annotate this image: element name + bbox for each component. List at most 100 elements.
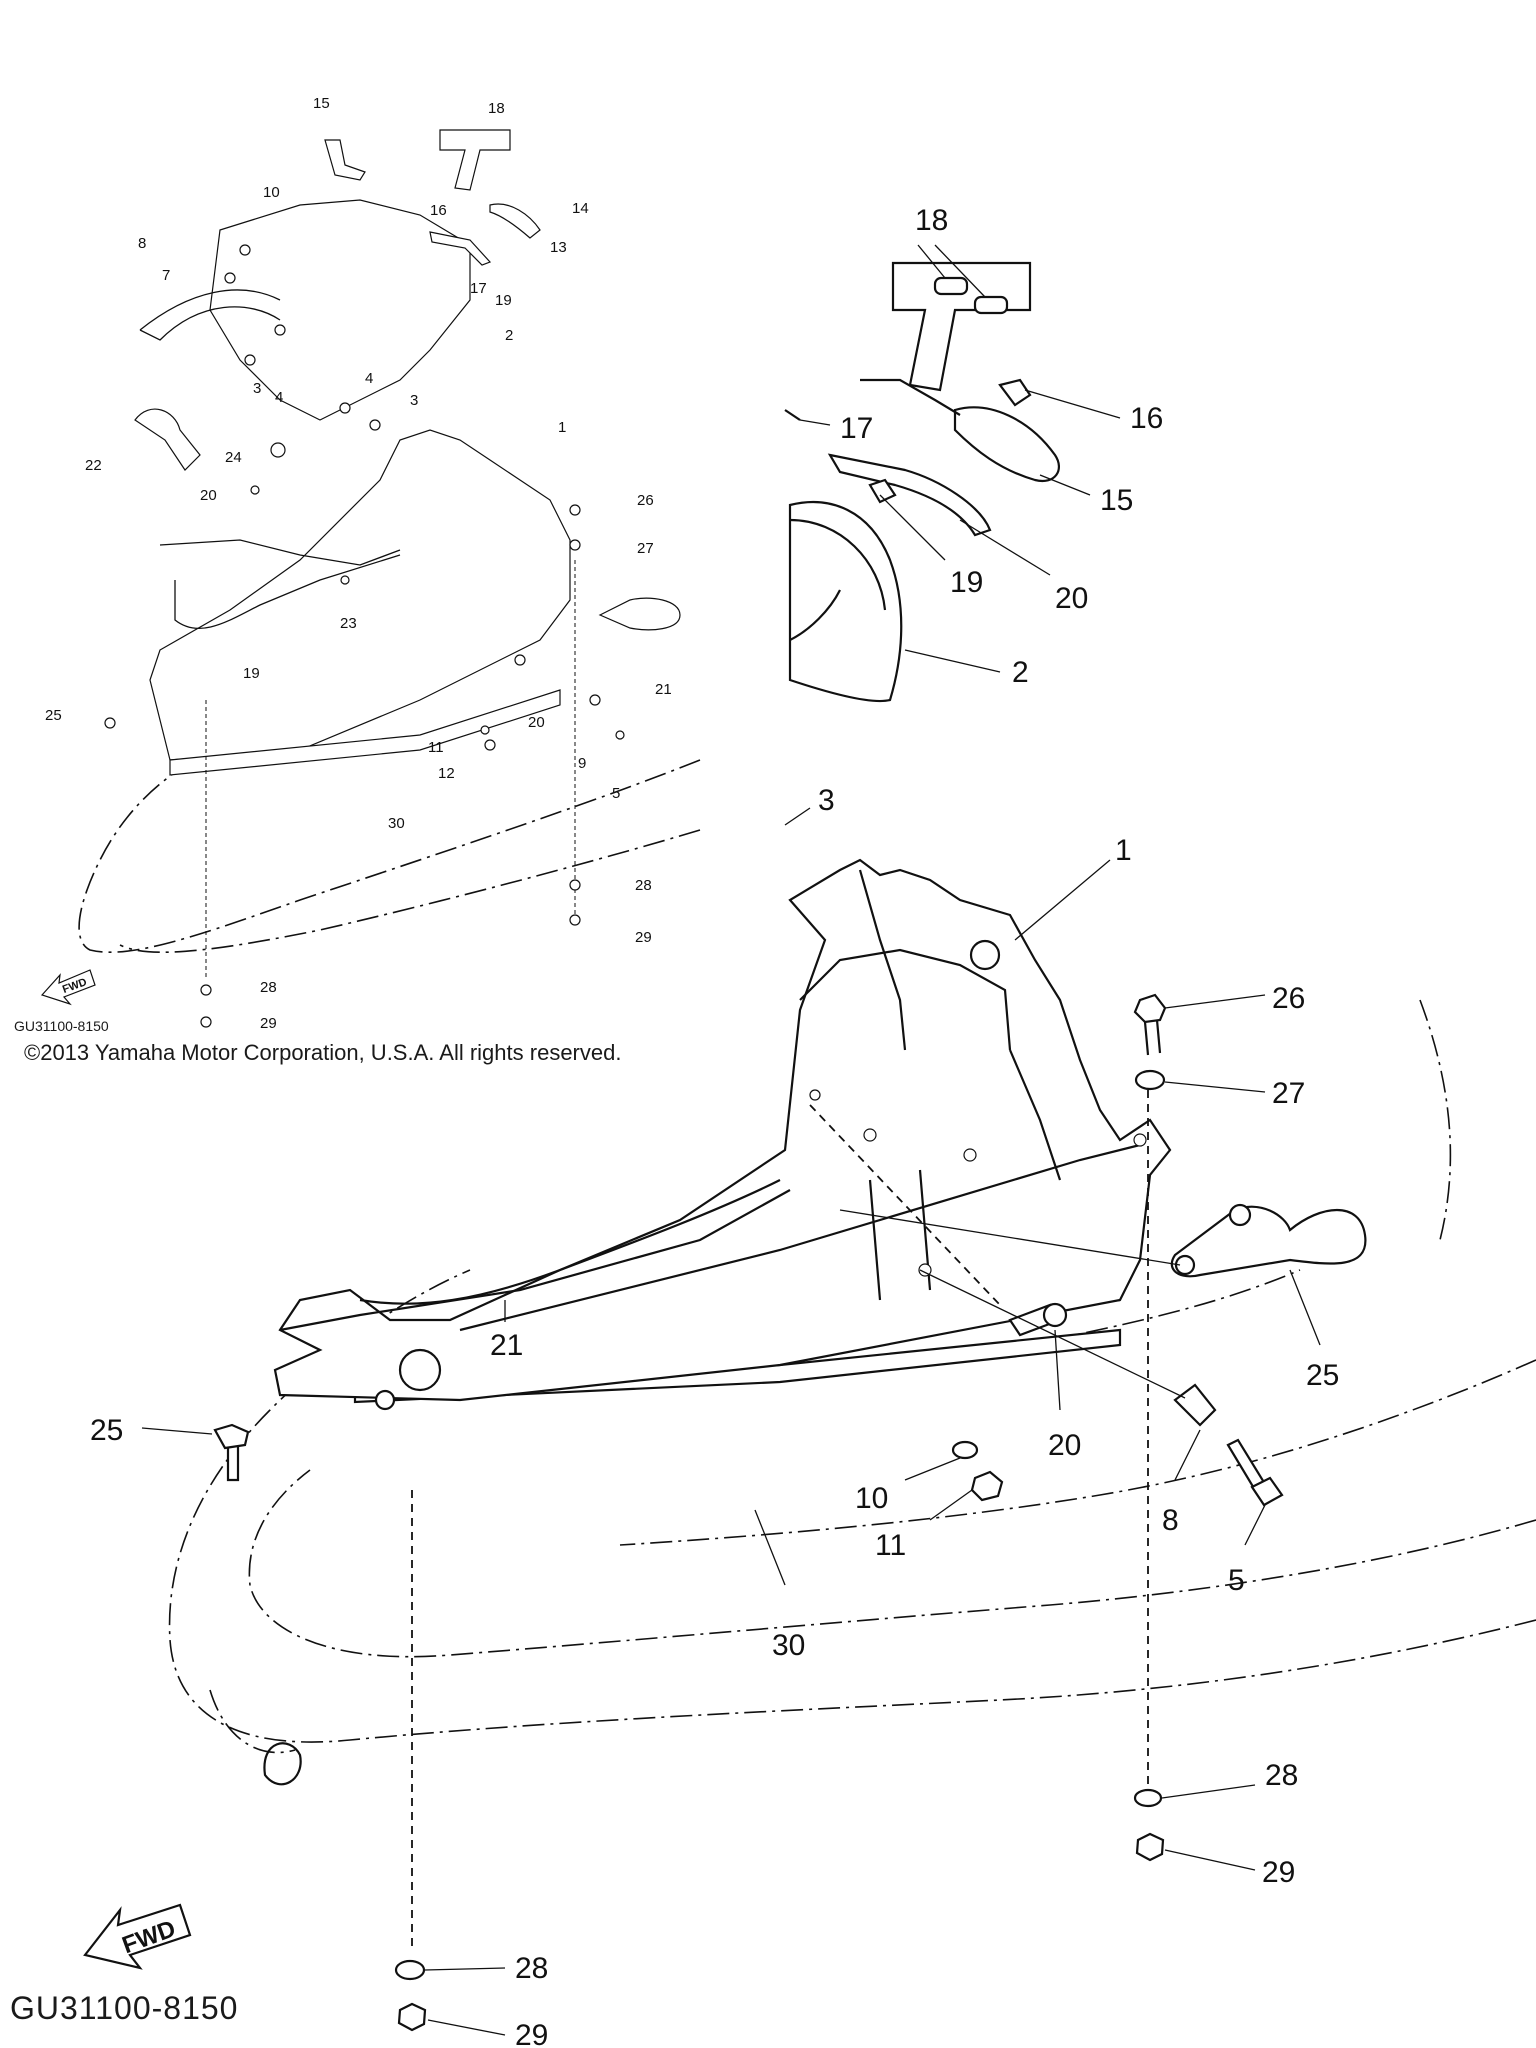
ov-callout-20: 20 — [200, 487, 217, 504]
callout-28-right: 28 — [1265, 1759, 1298, 1792]
overview-part-14-bracket — [324, 139, 366, 181]
ov-callout-9: 10 — [263, 184, 280, 201]
ov-callout-14: 15 — [313, 95, 330, 112]
assembly-line-deck — [809, 1104, 1001, 1306]
ov-callout-26: 26 — [637, 492, 654, 509]
overview-callouts: 15 18 16 14 13 10 8 7 17 19 2 3 4 4 3 1 … — [45, 95, 672, 1032]
hull-notch-cutout — [263, 1742, 302, 1786]
part-13-screw — [998, 378, 1032, 407]
part-8-collar — [1173, 1383, 1217, 1427]
overview-part-25-bolt — [104, 717, 116, 729]
overview-part-4-nut — [274, 324, 286, 336]
part-1-front-hole — [398, 1348, 442, 1392]
callout-1: 1 — [1115, 834, 1132, 867]
ov-callout-2: 2 — [505, 327, 513, 344]
part-28-washer-left — [394, 1959, 426, 1981]
callout-16: 19 — [950, 566, 983, 599]
overview-part-7-nut — [239, 244, 251, 256]
overview-part-29-nut-l — [200, 1016, 212, 1028]
callout-3: 3 — [818, 784, 835, 817]
part-28-washer-right — [1133, 1788, 1163, 1808]
overview-part-3-clip — [244, 354, 256, 366]
overview-handlebar-19 — [174, 554, 401, 630]
ov-callout-27: 27 — [637, 540, 654, 557]
overview-part-3b-clip — [369, 419, 381, 431]
part-17-rivet-b — [973, 295, 1009, 315]
ov-callout-24: 24 — [225, 449, 242, 466]
ov-callout-15: 16 — [430, 202, 447, 219]
hull-inner-outline — [248, 1469, 1536, 1658]
callout-15: 17 — [840, 412, 873, 445]
ov-callout-17: 18 — [488, 100, 505, 117]
part-5-bolt-head — [1250, 1476, 1284, 1507]
callout-27: 27 — [1272, 1077, 1305, 1110]
callout-30: 30 — [772, 1629, 805, 1662]
callout-26: 26 — [1272, 982, 1305, 1015]
part-18-seal-strip — [827, 453, 992, 537]
overview-part-22-lever — [134, 408, 201, 471]
ov-callout-19: 19 — [243, 665, 260, 682]
overview-part-10-washer — [480, 725, 490, 735]
overview-hull-outline — [78, 739, 701, 953]
overview-part-12-cover — [489, 203, 541, 239]
ov-callout-3: 3 — [253, 380, 261, 397]
hull-deck-line — [619, 1359, 1536, 1546]
ov-callout-11: 12 — [438, 765, 455, 782]
overview-cowling-inner — [139, 289, 281, 341]
overview-part-29-nut-r — [569, 914, 581, 926]
ov-callout-28-l: 28 — [260, 979, 277, 996]
callout-13: 16 — [1130, 402, 1163, 435]
part-1-deck-frame — [359, 1179, 781, 1305]
overview-part-26-bolt — [569, 504, 581, 516]
overview-part-17-plate — [439, 129, 511, 191]
callout-29-left: 29 — [515, 2019, 548, 2048]
ov-callout-30: 30 — [388, 815, 405, 832]
hull-rear-curve — [1419, 999, 1452, 1241]
ov-callout-3b: 3 — [410, 392, 418, 409]
part-1-bolt-hole-e — [1133, 1133, 1147, 1147]
overview-part-6-washer — [224, 272, 236, 284]
part-16-grommet — [868, 478, 897, 504]
overview-part-21-lever — [598, 597, 681, 631]
document-code-large: GU31100-8150 — [10, 1990, 239, 2026]
part-2-cowling — [788, 501, 903, 702]
part-2-cowling-cut — [789, 589, 841, 641]
assembly-line-collar — [919, 1269, 1186, 1399]
callout-8: 8 — [1162, 1504, 1179, 1537]
overview-part-23-bolt — [340, 575, 350, 585]
overview-part-20-bolt — [250, 485, 260, 495]
callout-21: 25 — [1306, 1359, 1339, 1392]
ov-callout-23: 23 — [340, 615, 357, 632]
overview-part-27-washer — [569, 539, 581, 551]
overview-part-5-bolt — [615, 730, 625, 740]
part-20-bolt-head — [1042, 1302, 1068, 1328]
ov-callout-13: 14 — [572, 200, 589, 217]
ov-callout-22: 22 — [85, 457, 102, 474]
part-1-bolt-hole-c — [963, 1148, 977, 1162]
overview-part-28-washer-l — [200, 984, 212, 996]
part-10-washer — [951, 1440, 979, 1460]
ov-callout-21: 21 — [655, 681, 672, 698]
assembly-line-lever — [839, 1209, 1181, 1266]
overview-part-20b-bolt — [514, 654, 526, 666]
part-1-side-wall — [1008, 1049, 1062, 1181]
part-1-boss-hole — [969, 939, 1001, 971]
part-15-pin — [784, 409, 801, 421]
ov-callout-28-r: 28 — [635, 877, 652, 894]
overview-frame — [159, 539, 401, 566]
overview-gasket-30 — [169, 689, 561, 776]
hull-outline — [168, 1269, 1536, 1743]
ov-callout-7: 8 — [138, 235, 146, 252]
part-12-hinge-plate — [860, 378, 961, 416]
fwd-arrow-large: FWD — [83, 1903, 192, 1970]
copyright-notice: ©2013 Yamaha Motor Corporation, U.S.A. A… — [24, 1040, 622, 1065]
overview-hull-lower — [119, 829, 701, 954]
part-21-pivot-hole — [1228, 1203, 1252, 1227]
callout-25: 25 — [90, 1414, 123, 1447]
ov-callout-5: 5 — [612, 785, 620, 802]
part-26-bolt — [1133, 993, 1167, 1024]
part-21-lever — [1170, 1205, 1367, 1278]
part-11-nut — [970, 1470, 1004, 1502]
callout-19: 21 — [490, 1329, 523, 1362]
